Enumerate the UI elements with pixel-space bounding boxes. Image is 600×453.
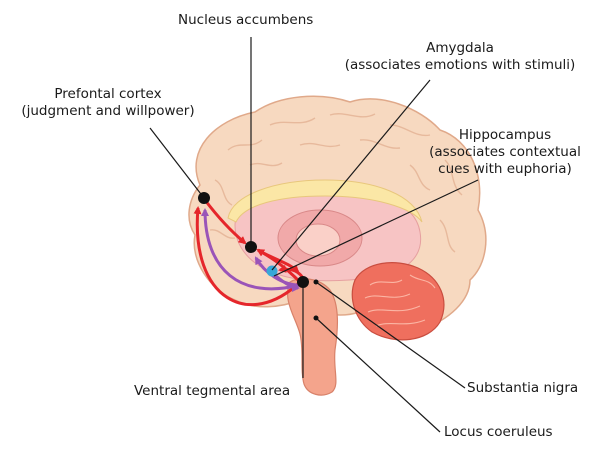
label-hippocampus-line1: Hippocampus	[458, 127, 552, 143]
corpus-callosum	[227, 179, 423, 223]
cortex-folds	[209, 113, 463, 253]
dopamine-pathways-red	[193, 199, 307, 307]
cerebellum	[351, 262, 445, 341]
label-prefrontal-cortex-line1: Prefontal cortex	[54, 86, 162, 102]
leader-lines	[149, 37, 479, 433]
label-prefrontal-cortex-line2: (judgment and willpower)	[21, 103, 195, 119]
label-substantia-nigra-line1: Substantia nigra	[467, 380, 579, 396]
label-locus-coeruleus-line1: Locus coeruleus	[444, 424, 553, 440]
label-prefrontal-cortex: Prefontal cortex (judgment and willpower…	[14, 86, 202, 120]
label-locus-coeruleus: Locus coeruleus	[444, 424, 553, 441]
leader-prefrontal-cortex	[149, 127, 205, 199]
label-amygdala-line2: (associates emotions with stimuli)	[344, 57, 576, 73]
label-nucleus-accumbens: Nucleus accumbens	[178, 12, 313, 29]
node-nucleus-accumbens	[245, 241, 257, 253]
red-arrow-pfc-to-na	[203, 199, 247, 245]
brainstem	[287, 278, 338, 396]
red-arrow-na-to-vta	[257, 248, 300, 274]
label-hippocampus: Hippocampus (associates contextual cues …	[420, 127, 590, 178]
cerebellum-folds	[364, 274, 436, 327]
label-ventral-tegmental-area: Ventral tegmental area	[134, 383, 290, 400]
node-prefrontal-cortex	[198, 192, 210, 204]
label-hippocampus-line2: (associates contextual	[429, 144, 581, 160]
label-hippocampus-line3: cues with euphoria)	[438, 161, 572, 177]
label-amygdala: Amygdala (associates emotions with stimu…	[330, 40, 590, 74]
label-substantia-nigra: Substantia nigra	[467, 380, 578, 397]
leader-substantia-nigra	[315, 281, 466, 389]
amygdala-dot	[266, 265, 278, 277]
red-arrow-vta-to-pfc-outer	[193, 206, 302, 307]
node-locus-coeruleus	[313, 315, 319, 321]
label-nucleus-accumbens-line1: Nucleus accumbens	[178, 12, 314, 28]
leader-hippocampus	[273, 179, 479, 277]
label-vta-line1: Ventral tegmental area	[134, 383, 291, 399]
leader-amygdala	[271, 79, 431, 271]
label-amygdala-line1: Amygdala	[426, 40, 494, 56]
leader-locus-coeruleus	[315, 317, 441, 433]
node-substantia-nigra	[313, 279, 319, 285]
purple-arrow-vta-to-pfc	[201, 208, 301, 291]
node-vta	[297, 276, 309, 288]
